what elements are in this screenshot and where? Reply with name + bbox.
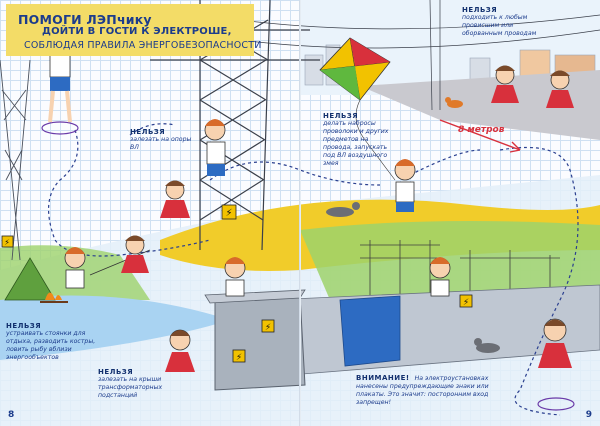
cat-icon [445, 97, 463, 108]
road [360, 70, 600, 140]
high-voltage-warning-icon: ⚡ [459, 294, 473, 308]
svg-text:⚡: ⚡ [265, 323, 271, 333]
note-roofs: НЕЛЬЗЯ залезать на крыши трансформаторны… [98, 368, 182, 400]
dog-icon [474, 338, 500, 353]
page-number-left: 8 [8, 410, 15, 420]
high-voltage-warning-icon: ⚡ [261, 319, 275, 333]
distance-label: 8 метров [458, 125, 505, 135]
page-fold [299, 0, 301, 426]
power-lines [239, 0, 600, 111]
high-voltage-warning-icon: ⚡ [232, 349, 246, 363]
girl-character [491, 65, 519, 103]
route-path-2 [129, 123, 176, 136]
note-wires-head: НЕЛЬЗЯ [462, 6, 498, 14]
green-field [300, 221, 600, 300]
boy-at-fence [429, 257, 451, 297]
note-camp-head: НЕЛЬЗЯ [6, 322, 42, 330]
svg-text:⚡: ⚡ [463, 298, 469, 308]
boy-running [394, 159, 416, 212]
note-tower: НЕЛЬЗЯ залезать на опоры ВЛ [130, 128, 192, 152]
note-camp: НЕЛЬЗЯ устраивать стоянки для отдыха, ра… [6, 322, 106, 362]
boy-on-transformer [224, 257, 246, 297]
note-roofs-body: залезать на крыши трансформаторных подст… [98, 376, 163, 399]
boy-climbing-tower [204, 119, 226, 176]
campfire-icon [40, 292, 68, 303]
note-kite-head: НЕЛЬЗЯ [323, 112, 359, 120]
note-camp-body: устраивать стоянки для отдыха, разводить… [6, 330, 96, 361]
tent-icon [4, 257, 56, 301]
high-voltage-warning-icon: ⚡ [221, 204, 237, 220]
note-warning-head: ВНИМАНИЕ! [356, 374, 410, 382]
svg-text:⚡: ⚡ [225, 208, 232, 219]
boy-fishing [64, 247, 151, 289]
transformer-box [204, 289, 306, 391]
girl-character [546, 70, 574, 108]
title-banner: ПОМОГИ ЛЭПчику ДОЙТИ В ГОСТИ К ЭЛЕКТРОШЕ… [6, 4, 261, 56]
distance-arrow-head [509, 141, 521, 153]
note-tower-head: НЕЛЬЗЯ [130, 128, 166, 136]
girl-character [121, 235, 149, 273]
note-kite: НЕЛЬЗЯ делать набросы проволоки и других… [323, 112, 399, 168]
note-tower-body: залезать на опоры ВЛ [130, 136, 192, 151]
note-kite-body: делать набросы проволоки и других предме… [323, 120, 389, 167]
left-pylon [0, 59, 31, 261]
electrosha-girl [537, 318, 575, 411]
note-warning-body: На электроустановках нанесены предупрежд… [356, 375, 489, 406]
distance-arrow [439, 119, 521, 151]
high-voltage-warning-icon: ⚡ [1, 235, 14, 248]
girl-character [160, 180, 190, 218]
river [0, 295, 230, 360]
note-roofs-head: НЕЛЬЗЯ [98, 368, 134, 376]
note-wires: НЕЛЬЗЯ подходить к любым провисшим или о… [462, 6, 552, 38]
title-line-3: СОБЛЮДАЯ ПРАВИЛА ЭНЕРГОБЕЗОПАСНОСТИ [24, 40, 262, 51]
fence [269, 284, 600, 376]
note-wires-body: подходить к любым провисшим или оборванн… [462, 14, 537, 37]
title-line-2: ДОЙТИ В ГОСТИ К ЭЛЕКТРОШЕ, [42, 26, 232, 37]
title-line-1: ПОМОГИ ЛЭПчику [18, 12, 152, 27]
note-warning: ВНИМАНИЕ! На электроустановках нанесены … [356, 374, 514, 407]
dog-icon [326, 202, 360, 217]
kite-icon [319, 37, 396, 181]
page-number-right: 9 [585, 410, 592, 420]
girl-character [165, 329, 195, 372]
svg-text:⚡: ⚡ [4, 238, 10, 247]
svg-text:⚡: ⚡ [236, 353, 242, 363]
